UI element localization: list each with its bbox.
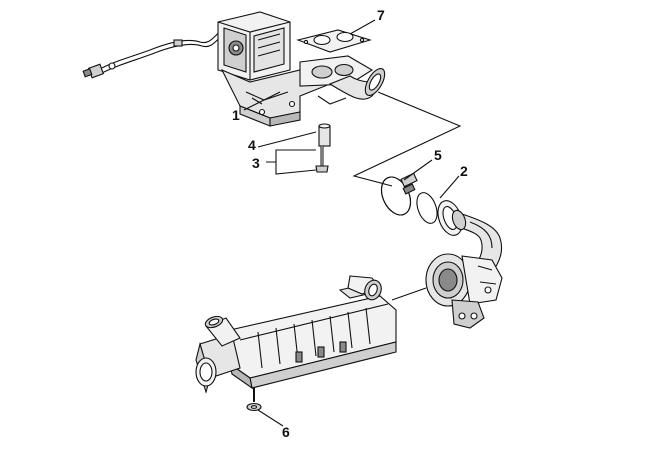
egr-outlet-pipe (451, 209, 503, 273)
callout-5: 5 (434, 147, 442, 163)
mounting-bolt (315, 146, 329, 173)
assembly-lines (352, 91, 462, 301)
egr-mixer-housing (425, 253, 503, 329)
callout-4: 4 (248, 137, 256, 153)
callout-7: 7 (377, 7, 385, 23)
v-band-clamp (380, 172, 418, 216)
leader-lines (243, 19, 460, 427)
egr-valve-gasket (296, 29, 372, 53)
callout-labels: 1 2 3 4 5 6 7 (232, 7, 468, 440)
egr-valve-assembly (82, 11, 386, 127)
egr-cooler (195, 275, 397, 402)
callout-6: 6 (282, 424, 290, 440)
callout-3: 3 (252, 155, 260, 171)
cooler-washer (246, 402, 262, 412)
callout-1: 1 (232, 107, 240, 123)
spacer-sleeve (318, 123, 331, 147)
callout-2: 2 (460, 163, 468, 179)
